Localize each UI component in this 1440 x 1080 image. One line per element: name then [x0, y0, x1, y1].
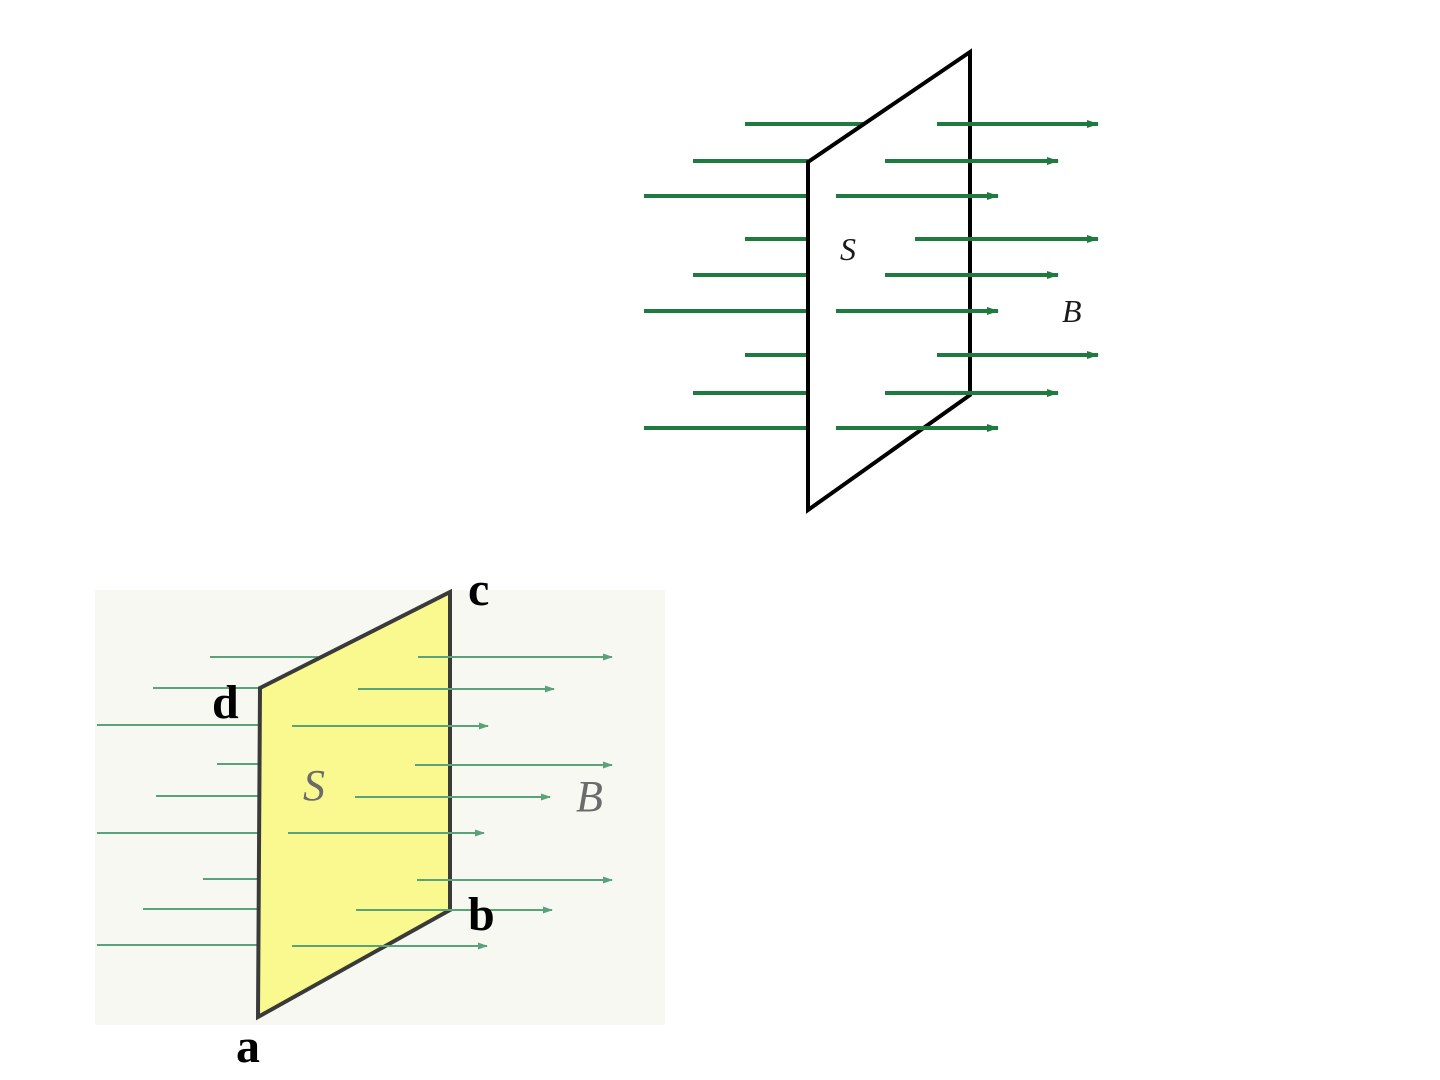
bottom-outgoing-field-lines [288, 653, 613, 950]
top-surface-label: S [840, 231, 856, 267]
top-surface-plane [806, 48, 972, 514]
top-outgoing-field-lines [836, 120, 1099, 432]
bottom-flux-figure: S B a b c d [95, 563, 665, 1073]
corner-label-a: a [236, 1020, 260, 1073]
bottom-incoming-field-lines [97, 656, 318, 946]
corner-label-b: b [468, 888, 495, 941]
corner-label-d: d [212, 676, 239, 729]
corner-label-c: c [468, 563, 489, 616]
top-incoming-field-lines [644, 122, 865, 430]
bottom-surface-label: S [303, 761, 325, 810]
bottom-field-label: B [576, 772, 603, 821]
top-flux-figure: S B [644, 48, 1099, 514]
top-field-label: B [1062, 293, 1082, 329]
